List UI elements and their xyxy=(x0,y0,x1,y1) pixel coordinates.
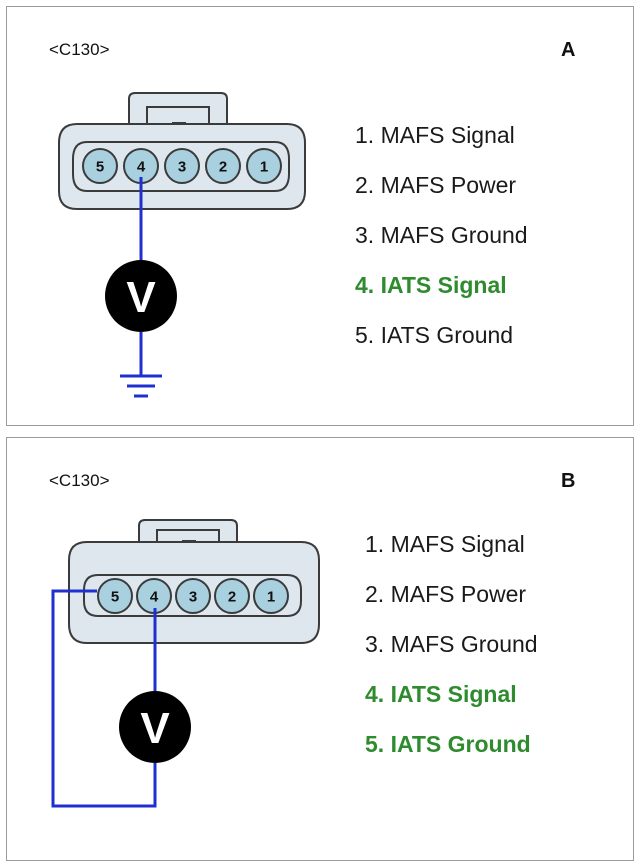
pin-1-label: 1 xyxy=(260,159,268,176)
pin-item-5: 5. IATS Ground xyxy=(355,322,514,348)
pin-item-4: 4. IATS Signal xyxy=(355,272,507,298)
pin-item-4: 4. IATS Signal xyxy=(365,681,517,707)
voltmeter-diagram: 5 4 3 2 1 V xyxy=(58,92,306,398)
connector-id: <C130> xyxy=(49,40,110,59)
pin-2-label: 2 xyxy=(219,159,227,176)
voltmeter: V xyxy=(119,691,191,763)
pin-item-5: 5. IATS Ground xyxy=(365,731,531,757)
pin-list: 1. MAFS Signal 2. MAFS Power 3. MAFS Gro… xyxy=(355,120,528,370)
connector: 5 4 3 2 1 xyxy=(58,92,306,210)
pin-5-label: 5 xyxy=(111,589,119,606)
voltmeter-symbol: V xyxy=(126,273,156,322)
pin-5-label: 5 xyxy=(96,159,104,176)
panel-label: A xyxy=(561,39,576,61)
pin-5: 5 xyxy=(82,148,118,184)
probe-wire xyxy=(51,589,157,808)
pin-1: 1 xyxy=(246,148,282,184)
pin-item-2: 2. MAFS Power xyxy=(355,172,517,198)
panel-a: <C130> A 5 4 3 2 xyxy=(6,6,634,426)
pin-3-label: 3 xyxy=(178,159,186,176)
pin-item-2: 2. MAFS Power xyxy=(365,581,527,607)
pin-5: 5 xyxy=(97,578,133,614)
panel-b: <C130> B 5 4 3 2 xyxy=(6,437,634,861)
pin-2: 2 xyxy=(205,148,241,184)
connector: 5 4 3 2 1 xyxy=(68,519,320,644)
pin-3: 3 xyxy=(164,148,200,184)
pin-2: 2 xyxy=(214,578,250,614)
pin-1: 1 xyxy=(253,578,289,614)
ground-icon xyxy=(120,374,162,398)
pin-4: 4 xyxy=(136,578,172,614)
pin-1-label: 1 xyxy=(267,589,275,606)
voltmeter: V xyxy=(105,260,177,332)
voltmeter-diagram: 5 4 3 2 1 V xyxy=(51,519,320,808)
pin-item-1: 1. MAFS Signal xyxy=(365,531,525,557)
panel-label: B xyxy=(561,470,576,492)
pin-item-3: 3. MAFS Ground xyxy=(355,222,528,248)
pin-3: 3 xyxy=(175,578,211,614)
pin-list: 1. MAFS Signal 2. MAFS Power 3. MAFS Gro… xyxy=(365,529,538,779)
pin-item-3: 3. MAFS Ground xyxy=(365,631,538,657)
pin-3-label: 3 xyxy=(189,589,197,606)
pin-4-label: 4 xyxy=(150,589,159,606)
connector-id: <C130> xyxy=(49,471,110,490)
pin-item-1: 1. MAFS Signal xyxy=(355,122,515,148)
pin-4-label: 4 xyxy=(137,159,146,176)
pin-2-label: 2 xyxy=(228,589,236,606)
voltmeter-symbol: V xyxy=(140,704,170,753)
